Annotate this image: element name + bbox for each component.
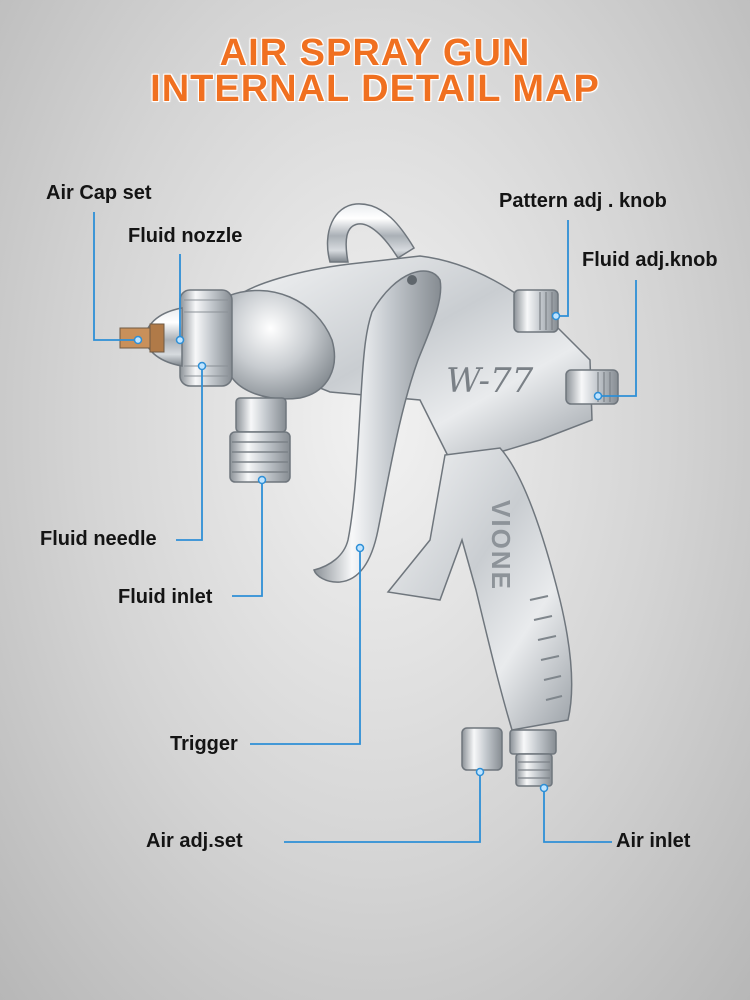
label-pattern-adj-knob: Pattern adj . knob: [499, 190, 667, 212]
title-line-2: INTERNAL DETAIL MAP: [150, 68, 600, 110]
title-line-1: AIR SPRAY GUN: [219, 32, 531, 74]
label-fluid-adj-knob: Fluid adj.knob: [582, 249, 718, 271]
leader-fluid-inlet: [232, 480, 263, 597]
leader-trigger: [250, 548, 361, 745]
label-fluid-inlet: Fluid inlet: [118, 586, 213, 608]
label-air-adj-set: Air adj.set: [146, 830, 243, 852]
leader-fluid-adj-knob: [598, 280, 637, 397]
label-trigger: Trigger: [170, 733, 238, 755]
leader-fluid-needle: [176, 366, 203, 541]
label-fluid-needle: Fluid needle: [40, 528, 157, 550]
leader-air-cap-set: [93, 212, 138, 341]
leader-endpoints: [133, 311, 603, 793]
brand-mark: VIONE: [486, 500, 516, 591]
label-air-inlet: Air inlet: [616, 830, 691, 852]
leader-air-adj-set: [284, 772, 481, 843]
label-fluid-nozzle: Fluid nozzle: [128, 225, 243, 247]
leader-lines: [93, 212, 637, 843]
leader-air-inlet: [543, 788, 612, 843]
model-mark: W-77: [446, 361, 534, 401]
spray-gun-illustration: [119, 203, 619, 787]
label-air-cap-set: Air Cap set: [46, 182, 152, 204]
